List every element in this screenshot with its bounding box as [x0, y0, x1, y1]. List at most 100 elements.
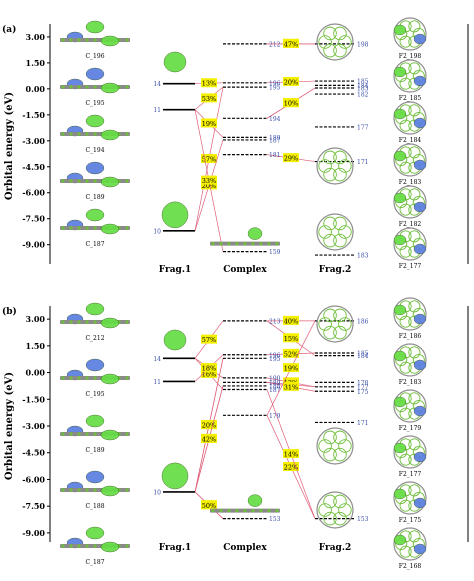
frag2-level-label: 182 — [357, 92, 369, 99]
complex-level-label: 189 — [269, 380, 281, 387]
right-orbital-flake-ring — [408, 104, 421, 117]
right-orbital-label: F2_168 — [399, 563, 422, 570]
complex-level-label: 195 — [269, 85, 281, 92]
left-orbital-label: C_195 — [85, 391, 104, 398]
right-orbital-flake-ring — [408, 392, 421, 405]
right-orbital-label: F2_198 — [399, 53, 422, 60]
frag2-flake-ring — [338, 439, 352, 453]
contribution-box — [201, 433, 217, 443]
frag2-flake-ring — [323, 233, 337, 248]
complex-level-label: 213 — [269, 318, 281, 325]
frag1-level-label: 11 — [153, 107, 161, 114]
left-orbital-molecule-atom — [61, 132, 65, 136]
right-orbital-flake-ring — [408, 230, 421, 243]
y-tick-label: 0.00 — [26, 368, 46, 378]
contribution-label: 42% — [202, 435, 216, 443]
frag2-flake-ring — [333, 26, 347, 41]
frag2-flake-ring — [323, 511, 337, 526]
left-orbital-molecule-atom — [93, 132, 97, 136]
y-tick-label: -3.00 — [22, 421, 45, 431]
right-orbital-lobe — [393, 150, 407, 162]
right-orbital-flake — [393, 481, 427, 515]
frag2-level-label: 198 — [357, 41, 369, 48]
frag2-level-label: 153 — [357, 516, 369, 523]
right-orbital-lobe — [393, 396, 407, 408]
left-orbital-molecule-atom — [69, 488, 73, 492]
complex-molecule-atom — [219, 242, 223, 246]
right-orbital-label: F2_179 — [399, 425, 422, 432]
frag2-level-label: 183 — [357, 253, 369, 260]
frag1-orbital — [161, 462, 189, 490]
right-orbital-label: F2_184 — [399, 137, 422, 144]
left-orbital-lobe — [100, 373, 120, 385]
column-label-frag2: Frag.2 — [319, 265, 352, 275]
frag1-orbital — [163, 51, 187, 73]
right-orbital-lobe — [413, 243, 427, 255]
left-orbital-molecule-atom — [77, 38, 81, 42]
right-orbital-lobe — [413, 313, 427, 325]
left-orbital-molecule-atom — [61, 376, 65, 380]
left-orbital-lobe — [85, 470, 105, 484]
right-orbital-flake — [393, 297, 427, 331]
left-orbital-molecule-atom — [77, 320, 81, 324]
left-orbital-molecule-atom — [69, 432, 73, 436]
right-orbital-label: F2_175 — [399, 517, 422, 524]
left-orbital-label: C_189 — [85, 194, 104, 201]
complex-molecule-atom — [259, 242, 263, 246]
contribution-box — [283, 381, 299, 391]
left-orbital-molecule-atom — [61, 488, 65, 492]
right-orbital-label: F2_186 — [399, 333, 422, 340]
right-orbital-lobe — [413, 75, 427, 87]
left-orbital-label: C_212 — [85, 335, 104, 342]
left-orbital-lobe — [100, 176, 120, 188]
y-tick-label: 3.00 — [26, 32, 46, 42]
left-orbital-lobe — [85, 20, 105, 34]
complex-level-label: 195 — [269, 356, 281, 363]
complex-molecule-atom — [243, 509, 247, 513]
frag2-level-label: 185 — [357, 350, 369, 357]
left-orbital-lobe — [85, 67, 105, 81]
left-orbital-molecule-atom — [85, 226, 89, 230]
frag2-flake-ring — [333, 150, 347, 165]
left-orbital-molecule-atom — [85, 132, 89, 136]
left-orbital-molecule-atom — [85, 179, 89, 183]
right-orbital-lobe — [393, 304, 407, 316]
contribution-box — [283, 348, 299, 358]
contribution-box — [283, 315, 299, 325]
frag2-level-label: 184 — [357, 83, 369, 90]
contribution-label: 40% — [284, 317, 298, 325]
frag2-flake-ring — [338, 35, 352, 49]
left-orbital-molecule-atom — [69, 320, 73, 324]
frag2-flake-ring — [323, 308, 337, 323]
frag1-orbital — [161, 201, 189, 229]
right-orbital-flake — [393, 143, 427, 177]
complex-level-label: 159 — [269, 249, 281, 256]
contribution-label: 10% — [284, 100, 298, 108]
complex-molecule-atom — [227, 242, 231, 246]
frag2-flake-ring — [318, 225, 332, 239]
left-orbital-molecule-atom — [125, 132, 129, 136]
right-orbital-lobe — [413, 159, 427, 171]
complex-level-label: 189 — [269, 135, 281, 142]
contribution-box — [201, 93, 217, 103]
left-orbital-molecule-atom — [69, 85, 73, 89]
complex-orbital-lobe — [247, 227, 263, 240]
left-orbital-molecule-atom — [77, 488, 81, 492]
left-orbital-molecule-atom — [93, 376, 97, 380]
left-orbital-lobe — [100, 223, 120, 235]
frag2-flake-ring — [318, 35, 332, 49]
right-orbital-flake-ring — [408, 438, 421, 451]
y-tick-label: -4.50 — [22, 162, 45, 172]
right-orbital-flake-ring — [399, 161, 412, 174]
right-orbital-flake-ring — [399, 119, 412, 132]
right-orbital-flake-ring — [408, 188, 421, 201]
right-orbital-flake-ring — [399, 77, 412, 90]
frag1-level-label: 11 — [153, 379, 161, 386]
complex-orbital-lobe — [247, 494, 263, 507]
right-orbital-flake-ring — [408, 530, 421, 543]
frag2-flake-ring — [323, 216, 337, 231]
y-tick-label: 3.00 — [26, 314, 46, 324]
frag2-flake-ring — [318, 503, 332, 517]
complex-molecule-atom — [267, 509, 271, 513]
frag2-flake — [316, 23, 354, 61]
